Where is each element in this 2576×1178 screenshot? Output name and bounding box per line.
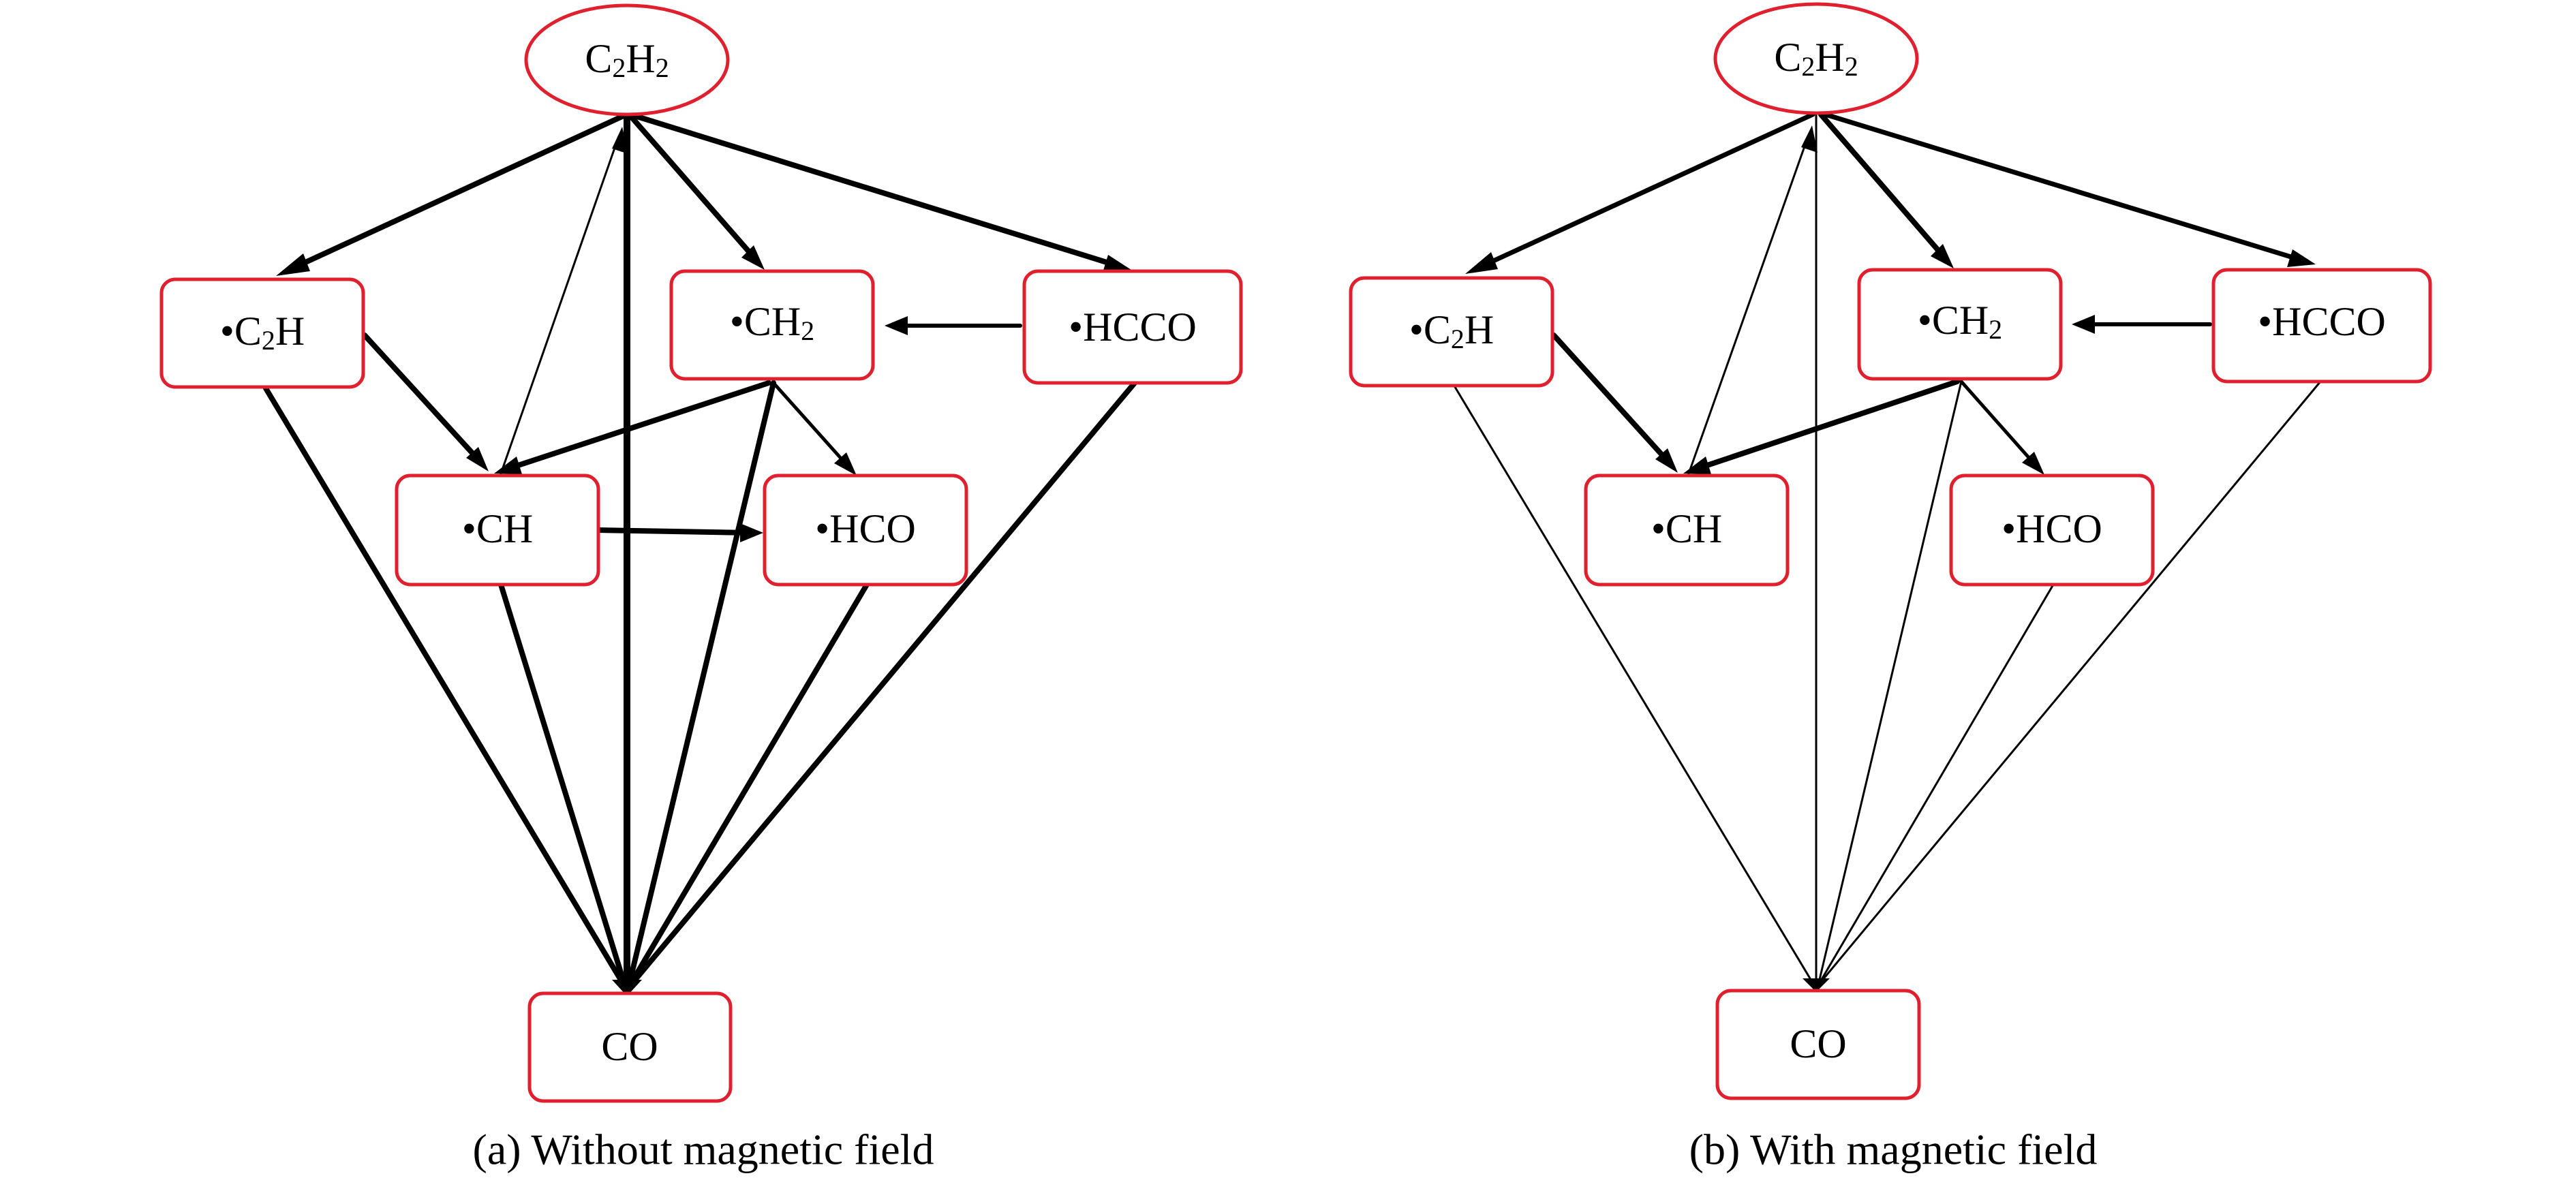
- arrowhead-b-hcco-ch2: [2072, 315, 2095, 334]
- node-b-ch2: •CH2: [1857, 268, 2063, 381]
- edge-a-c2h-to-co: [263, 386, 628, 991]
- arrowhead-a-ch2-hco: [834, 452, 857, 476]
- arrowhead-b-ch2: [1931, 244, 1954, 268]
- arrowhead-b-ch2-hco: [2022, 452, 2044, 475]
- panel-b-nodes: C2H2 •C2H •CH2 •HCCO: [1349, 2, 2432, 1100]
- panel-a: C2H2 •C2H •CH2 •HCCO: [159, 3, 1243, 1174]
- svg-text:•C2H: •C2H: [1409, 307, 1494, 354]
- svg-text:C2H2: C2H2: [585, 36, 669, 83]
- edge-a-ch2-to-hco: [771, 381, 850, 469]
- edge-a-c2h-to-ch: [362, 332, 483, 465]
- arrowhead-a-hcco: [1103, 255, 1131, 273]
- node-b-c2h2: C2H2: [1713, 2, 1919, 115]
- svg-text:•HCCO: •HCCO: [2258, 299, 2386, 344]
- panel-b-edges: [1454, 110, 2322, 992]
- arrowhead-b-c2h2: [1801, 125, 1818, 153]
- edge-a-ch2-to-co: [626, 380, 776, 991]
- svg-text:•CH2: •CH2: [1918, 298, 2002, 345]
- arrowhead-a-c2h2: [612, 127, 628, 154]
- edge-b-hco-to-co: [1817, 583, 2055, 987]
- arrowhead-b-ch2-ch: [1683, 456, 1711, 474]
- edge-b-ch2-to-hco: [1959, 379, 2038, 468]
- svg-text:C2H2: C2H2: [1774, 35, 1858, 82]
- arrowhead-b-ch: [1655, 448, 1678, 473]
- node-b-co: CO: [1715, 989, 1921, 1100]
- caption-panel-a: (a) Without magnetic field: [473, 1126, 934, 1174]
- edge-a-ch-to-c2h2: [500, 135, 620, 475]
- node-b-hco: •HCO: [1949, 474, 2155, 587]
- arrowhead-b-hcco: [2287, 249, 2316, 267]
- node-b-c2h: •C2H: [1349, 276, 1554, 388]
- edge-b-ch2-to-ch: [1694, 379, 1960, 471]
- arrowhead-a-ch: [466, 447, 489, 471]
- panel-a-edges: [263, 112, 1137, 996]
- svg-text:•HCO: •HCO: [2002, 506, 2102, 551]
- node-a-hcco: •HCCO: [1022, 269, 1243, 385]
- edge-b-c2h2-to-hcco: [1818, 110, 2305, 263]
- svg-text:CO: CO: [1790, 1021, 1846, 1066]
- node-a-co: CO: [527, 991, 733, 1103]
- edge-a-c2h2-to-c2h: [283, 113, 626, 274]
- svg-text:•C2H: •C2H: [220, 309, 305, 356]
- edge-b-c2h2-to-c2h: [1473, 112, 1815, 272]
- edge-b-c2h-to-ch: [1551, 332, 1672, 466]
- svg-text:•CH: •CH: [462, 506, 533, 551]
- arrowhead-a-ch-hco: [740, 523, 763, 542]
- arrowhead-a-c2h: [276, 253, 310, 276]
- arrowhead-a-ch2-ch: [494, 456, 522, 474]
- arrowhead-a-hcco-ch2: [885, 316, 908, 335]
- node-a-ch2: •CH2: [669, 269, 875, 381]
- node-a-c2h2: C2H2: [524, 3, 730, 117]
- edge-a-hco-to-co: [626, 582, 870, 991]
- arrowhead-b-co: [1803, 978, 1830, 992]
- edge-a-ch-to-co: [498, 582, 628, 991]
- arrowhead-a-ch2: [741, 245, 765, 270]
- edge-b-c2h-to-co: [1454, 386, 1815, 987]
- svg-text:•CH2: •CH2: [730, 299, 814, 346]
- edge-b-c2h2-to-ch2: [1818, 112, 1948, 262]
- caption-panel-b: (b) With magnetic field: [1689, 1126, 2098, 1174]
- node-a-c2h: •C2H: [159, 277, 365, 389]
- svg-text:CO: CO: [601, 1024, 658, 1069]
- arrowhead-a-co: [612, 980, 642, 996]
- node-b-hcco: •HCCO: [2211, 268, 2432, 384]
- edge-b-ch2-to-co: [1817, 380, 1963, 987]
- arrowhead-b-c2h: [1465, 252, 1498, 274]
- node-a-hco: •HCO: [763, 474, 968, 587]
- edge-a-hcco-to-co: [626, 380, 1137, 991]
- panel-b: C2H2 •C2H •CH2 •HCCO: [1349, 2, 2432, 1174]
- svg-text:•HCCO: •HCCO: [1069, 305, 1197, 350]
- edge-b-ch-to-c2h2: [1687, 134, 1810, 475]
- edge-a-c2h2-to-hcco: [628, 112, 1120, 268]
- svg-text:•CH: •CH: [1651, 506, 1722, 551]
- edge-a-c2h2-to-ch2: [628, 113, 759, 263]
- edge-b-hcco-to-co: [1817, 380, 2322, 987]
- edge-a-ch-to-hco: [595, 527, 751, 536]
- panel-a-nodes: C2H2 •C2H •CH2 •HCCO: [159, 3, 1243, 1103]
- node-b-ch: •CH: [1584, 474, 1790, 587]
- node-a-ch: •CH: [395, 474, 600, 587]
- svg-text:•HCO: •HCO: [815, 506, 916, 551]
- edge-a-ch2-to-ch: [505, 380, 771, 471]
